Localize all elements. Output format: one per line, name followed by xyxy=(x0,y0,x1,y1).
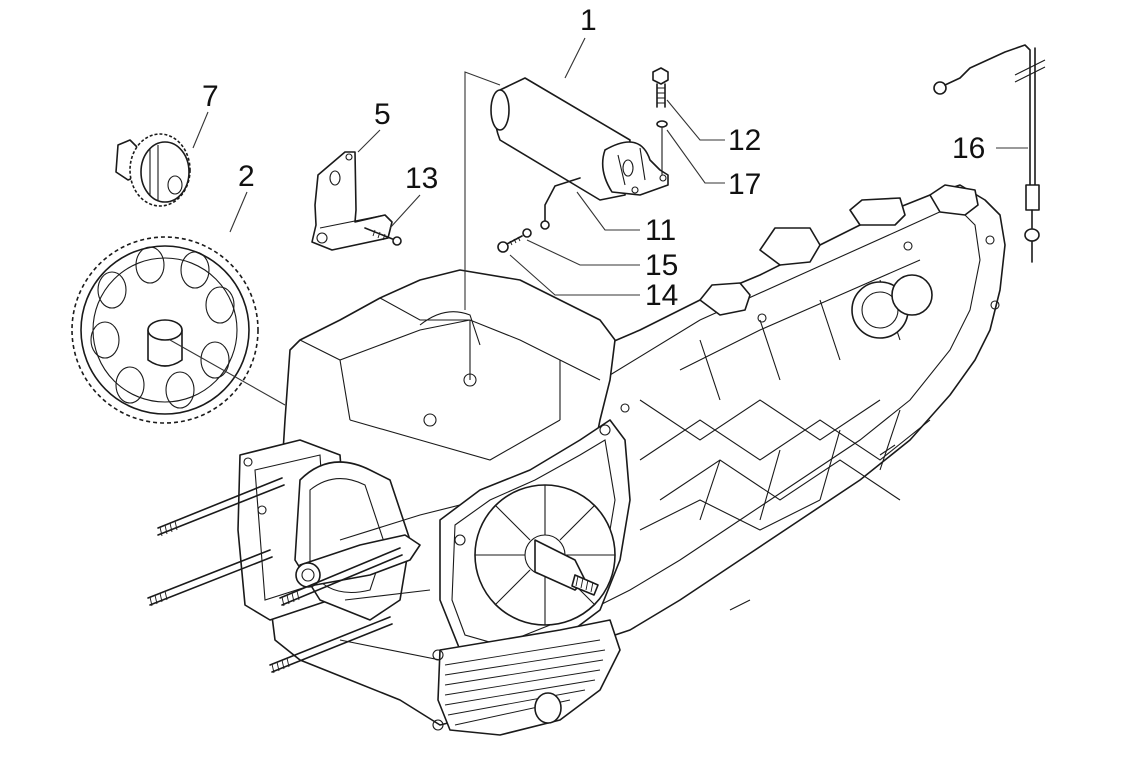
washer-17 xyxy=(656,120,668,175)
bolt-12 xyxy=(652,67,669,108)
callout-14: 14 xyxy=(645,279,678,312)
cylinder-studs xyxy=(147,477,403,674)
callout-7: 7 xyxy=(202,80,219,113)
starter-motor xyxy=(464,71,669,310)
starter-cable xyxy=(540,177,581,230)
callout-15: 15 xyxy=(645,249,678,282)
callout-11: 11 xyxy=(645,214,676,247)
starter-intermediate-gear xyxy=(115,133,191,207)
crankcase-ribs xyxy=(639,259,931,531)
callout-1: 1 xyxy=(580,4,597,37)
callout-13: 13 xyxy=(405,162,438,195)
ground-cable xyxy=(933,44,1046,263)
callout-labels: 1 2 5 7 11 12 13 14 15 16 17 xyxy=(202,4,985,312)
screw-14 xyxy=(497,235,523,253)
washer-15 xyxy=(522,228,532,238)
callout-12: 12 xyxy=(728,124,761,157)
bracket xyxy=(311,151,393,251)
callout-16: 16 xyxy=(952,132,985,165)
gear-holes xyxy=(90,246,235,409)
leader-lines xyxy=(192,37,1028,296)
sump-hatching xyxy=(444,639,606,726)
starter-ring-gear xyxy=(71,236,286,424)
callout-17: 17 xyxy=(728,168,761,201)
callout-2: 2 xyxy=(238,160,255,193)
crankcase xyxy=(237,184,1006,736)
callout-5: 5 xyxy=(374,98,391,131)
screw-13 xyxy=(364,227,402,246)
